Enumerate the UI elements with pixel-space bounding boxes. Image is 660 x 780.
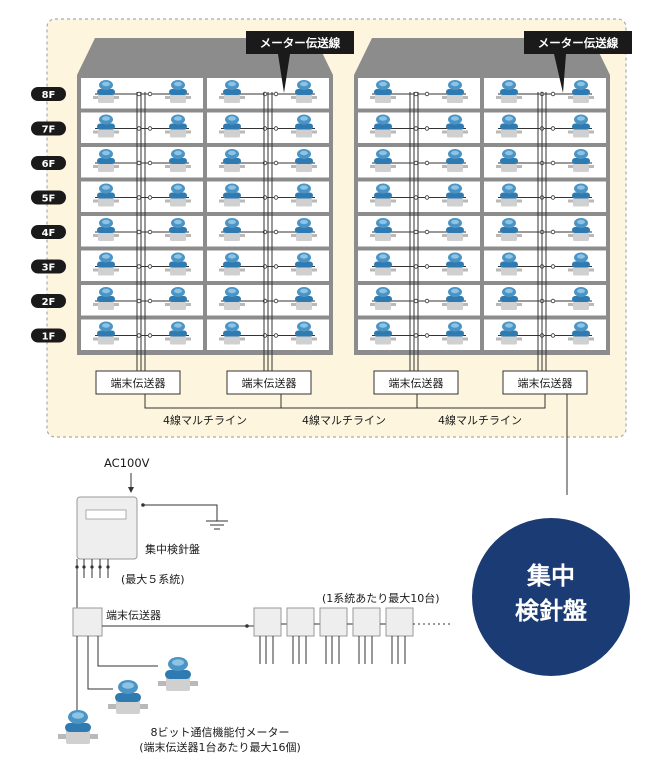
terminal-transmitter-1: 端末伝送器 <box>95 370 181 395</box>
floor-text: 4F <box>42 228 56 239</box>
callout-right: メーター伝送線 <box>524 31 632 93</box>
floor-text: 1F <box>42 332 56 343</box>
floor-labels: 8F 7F 6F 5F 4F 3F 2F 1F <box>31 87 66 343</box>
chain-terminal-5 <box>385 607 414 664</box>
multiline-label-2: 4線マルチライン <box>302 413 386 427</box>
lower-schematic: AC100V 集中検針盤 (最大５系統) 端末伝送器 (1系統あたり最大10台) <box>58 456 452 754</box>
floor-label-7f: 7F <box>31 121 66 136</box>
panel-title-line2: 検針盤 <box>515 597 588 625</box>
per-system-label: (1系統あたり最大10台) <box>322 591 440 605</box>
meter-label-2: (端末伝送器1台あたり最大16個) <box>139 740 301 754</box>
multiline-connections <box>144 394 546 409</box>
callout-left: メーター伝送線 <box>246 31 354 93</box>
meter-label-1: 8ビット通信機能付メーター <box>151 725 290 739</box>
floor-label-5f: 5F <box>31 190 66 205</box>
floor-text: 8F <box>42 90 56 101</box>
terminal-transmitter-3: 端末伝送器 <box>373 370 459 395</box>
terminal-transmitter-2: 端末伝送器 <box>226 370 312 395</box>
max-systems-label: (最大５系統) <box>121 572 185 586</box>
floor-text: 5F <box>42 194 56 205</box>
building-1 <box>77 38 333 355</box>
central-meter-device <box>76 496 138 560</box>
buildings <box>77 38 610 355</box>
floor-label-4f: 4F <box>31 225 66 239</box>
floor-label-3f: 3F <box>31 259 66 274</box>
callout-label: メーター伝送線 <box>538 36 619 50</box>
device-label: 集中検針盤 <box>145 542 200 556</box>
floor-label-1f: 1F <box>31 328 66 343</box>
floor-text: 3F <box>42 263 56 274</box>
multiline-label-3: 4線マルチライン <box>438 413 522 427</box>
multiline-label-1: 4線マルチライン <box>163 413 247 427</box>
terminal-label: 端末伝送器 <box>242 376 297 390</box>
floor-label-6f: 6F <box>31 156 66 170</box>
floor-text: 6F <box>42 159 56 170</box>
building-2 <box>354 38 610 355</box>
floor-text: 7F <box>42 125 56 136</box>
terminal-label: 端末伝送器 <box>389 376 444 390</box>
floor-label-2f: 2F <box>31 294 66 308</box>
terminal-transmitter-4: 端末伝送器 <box>502 370 588 395</box>
riser-lines <box>136 92 547 371</box>
callout-label: メーター伝送線 <box>260 36 341 50</box>
lower-terminal-transmitter <box>72 607 103 637</box>
floor-label-8f: 8F <box>31 87 66 101</box>
floor-text: 2F <box>42 297 56 308</box>
panel-title-line1: 集中 <box>526 562 575 590</box>
chain-terminal-4 <box>352 607 386 664</box>
terminal-label: 端末伝送器 <box>518 376 573 390</box>
chain-terminal-2 <box>286 607 320 664</box>
ac-label: AC100V <box>104 456 150 470</box>
chain-terminal-3 <box>319 607 353 664</box>
lower-terminal-label: 端末伝送器 <box>106 608 161 622</box>
terminal-label: 端末伝送器 <box>111 376 166 390</box>
chain-terminal-1 <box>253 607 287 664</box>
central-metering-panel: 集中 検針盤 <box>472 518 630 676</box>
